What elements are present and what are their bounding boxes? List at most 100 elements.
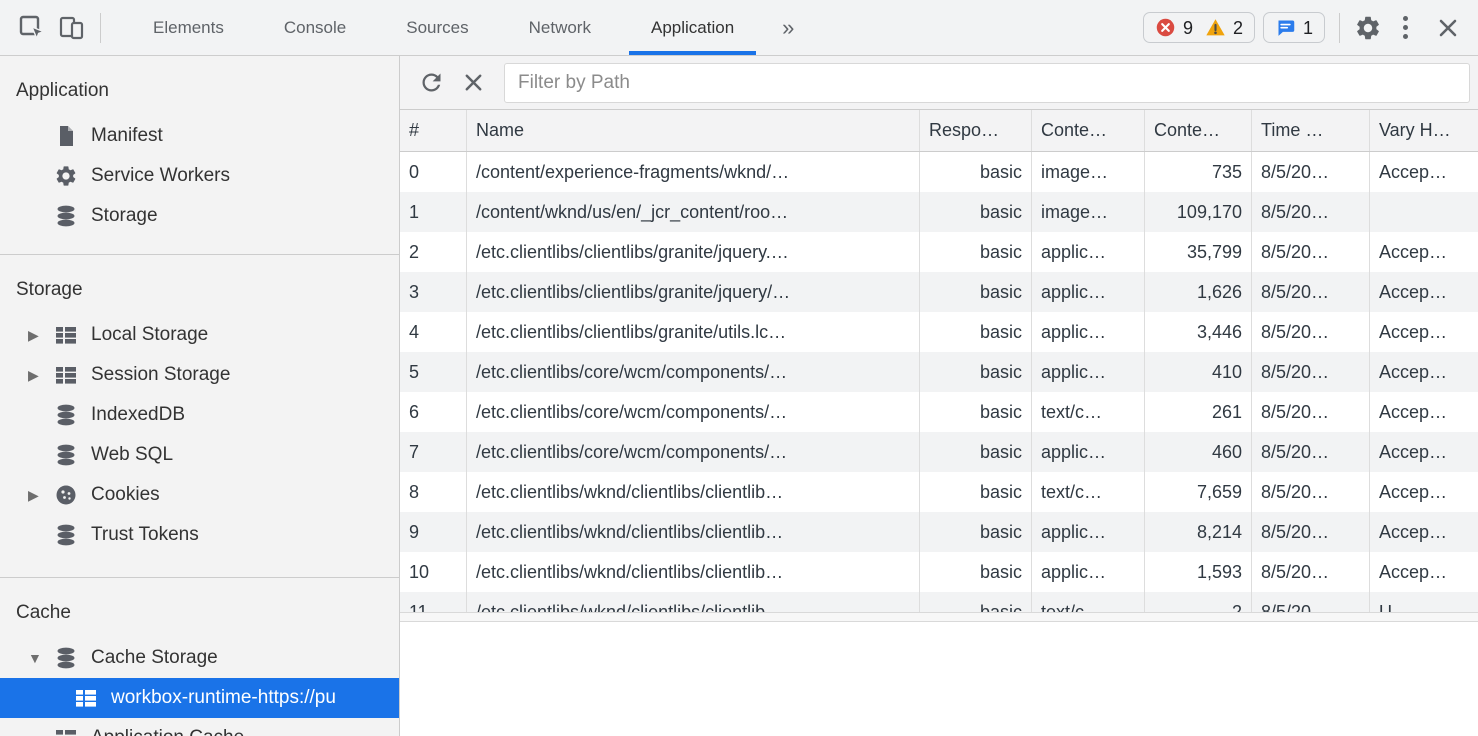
- sidebar-item-workbox-runtime-cache[interactable]: workbox-runtime-https://pu: [0, 678, 399, 718]
- expand-arrow-icon[interactable]: ▶: [28, 367, 54, 384]
- column-header-content-type[interactable]: Conte…: [1032, 110, 1145, 151]
- cell-vary-header: Accep…: [1370, 432, 1478, 472]
- column-header-number[interactable]: #: [400, 110, 467, 151]
- section-title-storage: Storage: [0, 255, 399, 315]
- warning-count: 2: [1233, 19, 1243, 37]
- cell-content-length: 8,214: [1145, 512, 1252, 552]
- dot: [1403, 16, 1408, 21]
- cell-content-length: 1,593: [1145, 552, 1252, 592]
- dot: [1403, 34, 1408, 39]
- collapse-arrow-icon[interactable]: ▼: [28, 650, 54, 666]
- table-row[interactable]: 4 /etc.clientlibs/clientlibs/granite/uti…: [400, 312, 1478, 352]
- table-icon: [54, 726, 78, 736]
- sidebar-item-service-workers[interactable]: Service Workers: [0, 156, 399, 196]
- table-row[interactable]: 9 /etc.clientlibs/wknd/clientlibs/client…: [400, 512, 1478, 552]
- table-row[interactable]: 7 /etc.clientlibs/core/wcm/components/… …: [400, 432, 1478, 472]
- sidebar-item-label: Cache Storage: [91, 647, 218, 669]
- column-header-time-cached[interactable]: Time …: [1252, 110, 1370, 151]
- sidebar-item-indexeddb[interactable]: IndexedDB: [0, 395, 399, 435]
- table-row[interactable]: 8 /etc.clientlibs/wknd/clientlibs/client…: [400, 472, 1478, 512]
- cell-number: 5: [400, 352, 467, 392]
- tab-network[interactable]: Network: [499, 0, 621, 55]
- cell-name: /content/experience-fragments/wknd/…: [467, 152, 920, 192]
- cell-vary-header: Accep…: [1370, 552, 1478, 592]
- settings-button[interactable]: [1348, 8, 1388, 48]
- error-count: 9: [1183, 19, 1193, 37]
- sidebar-item-manifest[interactable]: Manifest: [0, 116, 399, 156]
- cell-time-cached: 8/5/20…: [1252, 432, 1370, 472]
- table-row[interactable]: 5 /etc.clientlibs/core/wcm/components/… …: [400, 352, 1478, 392]
- cache-filter-toolbar: [400, 56, 1478, 110]
- more-options-button[interactable]: [1388, 16, 1422, 39]
- cell-vary-header: [1370, 192, 1478, 232]
- warning-icon: [1205, 17, 1226, 38]
- cell-time-cached: 8/5/20…: [1252, 512, 1370, 552]
- refresh-button[interactable]: [410, 63, 452, 103]
- cell-response-type: basic: [920, 312, 1032, 352]
- device-toolbar-button[interactable]: [52, 8, 92, 48]
- console-issues-badge[interactable]: 9 2: [1143, 12, 1255, 43]
- cell-name: /etc.clientlibs/clientlibs/granite/jquer…: [467, 232, 920, 272]
- cell-name: /etc.clientlibs/wknd/clientlibs/clientli…: [467, 552, 920, 592]
- application-sidebar: Application Manifest Service Workers Sto…: [0, 56, 400, 736]
- delete-selected-button[interactable]: [452, 63, 494, 103]
- filter-by-path-input[interactable]: [504, 63, 1470, 103]
- table-row[interactable]: 10 /etc.clientlibs/wknd/clientlibs/clien…: [400, 552, 1478, 592]
- cell-number: 10: [400, 552, 467, 592]
- cell-content-length: 1,626: [1145, 272, 1252, 312]
- cell-content-length: 460: [1145, 432, 1252, 472]
- table-row[interactable]: 6 /etc.clientlibs/core/wcm/components/… …: [400, 392, 1478, 432]
- column-header-name[interactable]: Name: [467, 110, 920, 151]
- database-icon: [54, 646, 78, 670]
- sidebar-item-web-sql[interactable]: Web SQL: [0, 435, 399, 475]
- inspect-element-button[interactable]: [12, 8, 52, 48]
- column-header-vary-header[interactable]: Vary H…: [1370, 110, 1478, 151]
- column-header-response-type[interactable]: Respo…: [920, 110, 1032, 151]
- device-toolbar-icon: [58, 14, 86, 42]
- sidebar-item-storage[interactable]: Storage: [0, 196, 399, 236]
- cell-vary-header: Accep…: [1370, 312, 1478, 352]
- cell-name: /etc.clientlibs/core/wcm/components/…: [467, 432, 920, 472]
- tab-sources[interactable]: Sources: [376, 0, 498, 55]
- table-icon: [74, 686, 98, 710]
- cell-content-length: 261: [1145, 392, 1252, 432]
- expand-arrow-icon[interactable]: ▶: [28, 327, 54, 344]
- cell-response-type: basic: [920, 232, 1032, 272]
- cell-response-type: basic: [920, 272, 1032, 312]
- table-row[interactable]: 11 /etc.clientlibs/wknd/clientlibs/clien…: [400, 592, 1478, 612]
- expand-arrow-icon[interactable]: ▶: [28, 487, 54, 504]
- console-messages-badge[interactable]: 1: [1263, 12, 1325, 43]
- table-row[interactable]: 3 /etc.clientlibs/clientlibs/granite/jqu…: [400, 272, 1478, 312]
- sidebar-item-label: Trust Tokens: [91, 524, 199, 546]
- sidebar-item-trust-tokens[interactable]: Trust Tokens: [0, 515, 399, 555]
- cell-vary-header: Accep…: [1370, 232, 1478, 272]
- close-devtools-button[interactable]: [1428, 8, 1468, 48]
- cell-response-type: basic: [920, 472, 1032, 512]
- horizontal-scrollbar[interactable]: [400, 612, 1478, 622]
- cell-content-length: 35,799: [1145, 232, 1252, 272]
- sidebar-item-application-cache[interactable]: Application Cache: [0, 718, 399, 736]
- cell-number: 11: [400, 592, 467, 612]
- sidebar-item-cache-storage[interactable]: ▼ Cache Storage: [0, 638, 399, 678]
- cell-content-length: 2: [1145, 592, 1252, 612]
- sidebar-item-label: Manifest: [91, 125, 163, 147]
- tab-application[interactable]: Application: [621, 0, 764, 55]
- cell-response-type: basic: [920, 552, 1032, 592]
- cell-content-type: text/c…: [1032, 472, 1145, 512]
- message-bubble-icon: [1275, 17, 1296, 38]
- more-tabs-button[interactable]: »: [764, 15, 812, 41]
- table-row[interactable]: 0 /content/experience-fragments/wknd/… b…: [400, 152, 1478, 192]
- tab-console[interactable]: Console: [254, 0, 376, 55]
- cell-content-type: image…: [1032, 152, 1145, 192]
- tab-elements[interactable]: Elements: [123, 0, 254, 55]
- cell-content-type: applic…: [1032, 352, 1145, 392]
- sidebar-item-session-storage[interactable]: ▶ Session Storage: [0, 355, 399, 395]
- table-row[interactable]: 2 /etc.clientlibs/clientlibs/granite/jqu…: [400, 232, 1478, 272]
- sidebar-item-local-storage[interactable]: ▶ Local Storage: [0, 315, 399, 355]
- table-row[interactable]: 1 /content/wknd/us/en/_jcr_content/roo… …: [400, 192, 1478, 232]
- cell-content-type: applic…: [1032, 432, 1145, 472]
- document-icon: [54, 124, 78, 148]
- cell-response-type: basic: [920, 432, 1032, 472]
- column-header-content-length[interactable]: Conte…: [1145, 110, 1252, 151]
- sidebar-item-cookies[interactable]: ▶ Cookies: [0, 475, 399, 515]
